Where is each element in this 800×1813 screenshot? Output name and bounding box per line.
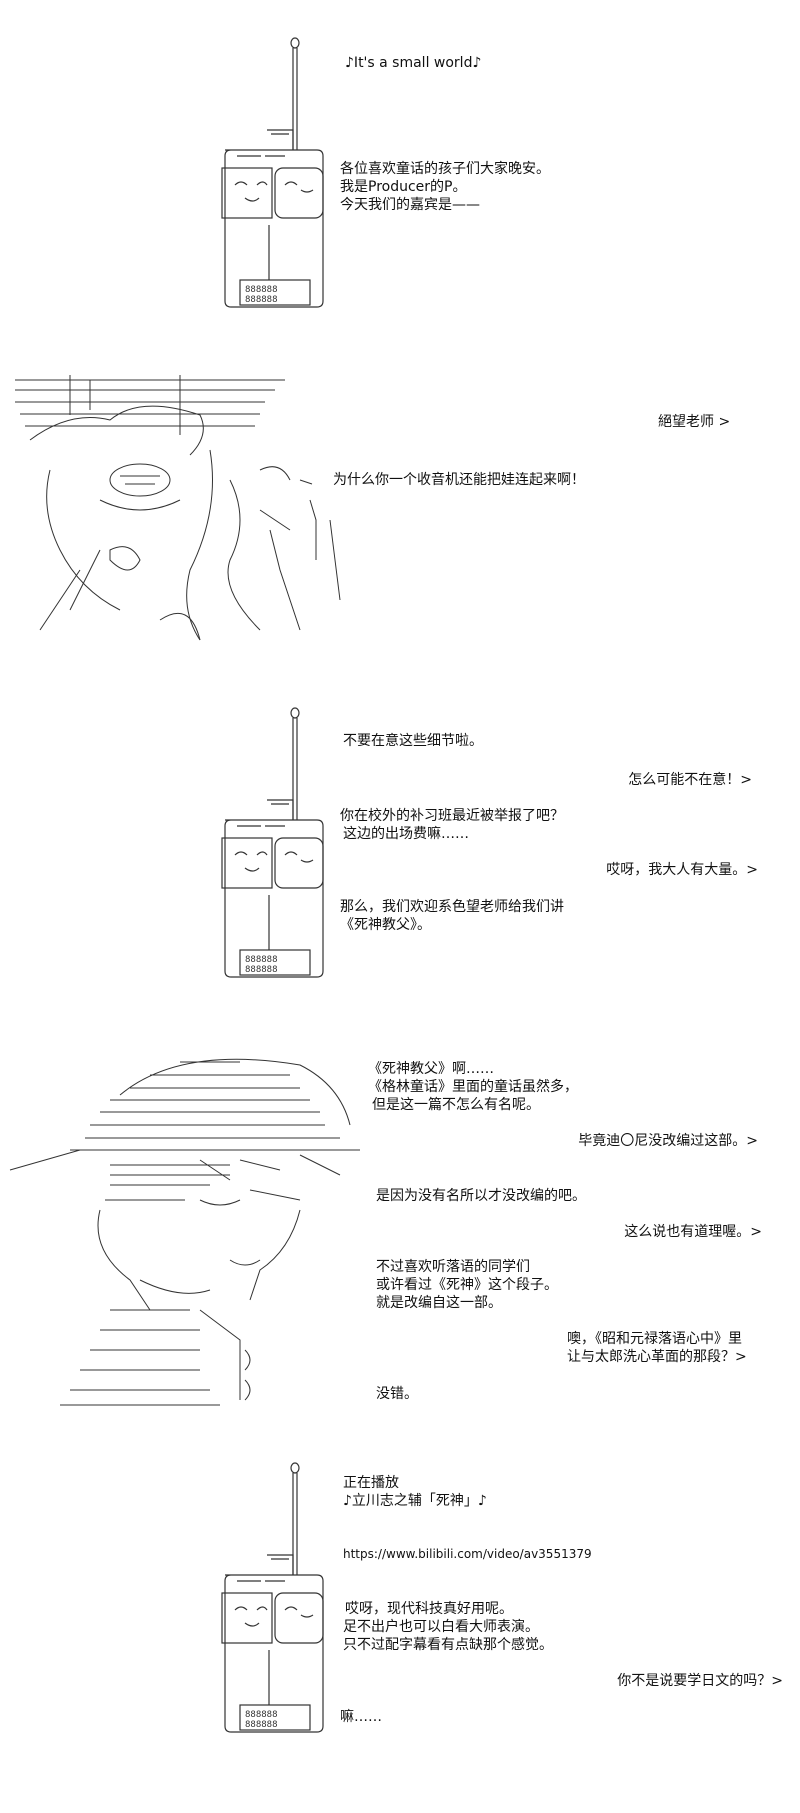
reply-line: 毕竟迪〇尼没改编过这部。> [578, 1133, 758, 1149]
video-link[interactable]: https://www.bilibili.com/video/av3551379 [343, 1547, 592, 1561]
dialogue-line: 嘛…… [340, 1709, 382, 1725]
dialogue-line: 今天我们的嘉宾是—— [340, 197, 480, 213]
svg-text:888888: 888888 [245, 965, 278, 975]
dialogue-line: 就是改编自这一部。 [376, 1295, 502, 1311]
svg-text:888888: 888888 [245, 955, 278, 965]
reply-line: 这么说也有道理喔。> [624, 1224, 762, 1240]
dialogue-line: 《死神教父》。 [340, 917, 431, 933]
dialogue-line: 哎呀，现代科技真好用呢。 [345, 1601, 513, 1617]
speaker-caption: 絕望老师 > [658, 414, 731, 430]
scene-2: 絕望老师 > 为什么你一个收音机还能把娃连起来啊！ [0, 370, 800, 660]
svg-text:888888: 888888 [245, 1710, 278, 1720]
dialogue-line: 为什么你一个收音机还能把娃连起来啊！ [333, 472, 585, 488]
dialogue-line: 我是Producer的P。 [340, 179, 467, 195]
dialogue-line: 足不出户也可以白看大师表演。 [343, 1619, 539, 1635]
hat-character-art [9, 1058, 360, 1406]
dialogue-line: 你在校外的补习班最近被举报了吧？ [340, 808, 564, 824]
dialogue-line: 不要在意这些细节啦。 [343, 733, 483, 749]
teacher-and-doll-art [15, 375, 341, 641]
svg-text:888888: 888888 [245, 295, 278, 305]
svg-text:888888: 888888 [245, 285, 278, 295]
reply-line: 你不是说要学日文的吗？> [617, 1673, 783, 1689]
dialogue-line: 正在播放 [343, 1475, 399, 1491]
scene-4: 《死神教父》啊…… 《格林童话》里面的童话虽然多， 但是这一篇不怎么有名呢。 毕… [0, 1040, 800, 1420]
reply-line: 让与太郎洗心革面的那段？> [567, 1349, 747, 1365]
dialogue-line: 《格林童话》里面的童话虽然多， [368, 1079, 578, 1095]
music-caption: ♪立川志之辅「死神」♪ [343, 1493, 487, 1509]
svg-text:888888: 888888 [245, 1720, 278, 1730]
dialogue-line: 那么，我们欢迎系色望老师给我们讲 [340, 899, 564, 915]
dialogue-line: 不过喜欢听落语的同学们 [376, 1259, 530, 1275]
dialogue-line: 或许看过《死神》这个段子。 [376, 1277, 558, 1293]
dialogue-line: 是因为没有名所以才没改编的吧。 [376, 1188, 586, 1204]
music-caption: ♪It's a small world♪ [345, 55, 482, 71]
reply-line: 噢，《昭和元禄落语心中》里 [567, 1331, 742, 1347]
dialogue-line: 只不过配字幕看有点缺那个感觉。 [343, 1637, 553, 1653]
dialogue-line: 没错。 [376, 1386, 418, 1402]
reply-line: 哎呀，我大人有大量。> [606, 862, 758, 878]
dialogue-line: 《死神教父》啊…… [368, 1061, 494, 1077]
dialogue-line: 各位喜欢童话的孩子们大家晚安。 [340, 161, 550, 177]
dialogue-line: 这边的出场费嘛…… [343, 826, 469, 842]
dialogue-line: 但是这一篇不怎么有名呢。 [372, 1097, 540, 1113]
reply-line: 怎么可能不在意！> [628, 772, 752, 788]
